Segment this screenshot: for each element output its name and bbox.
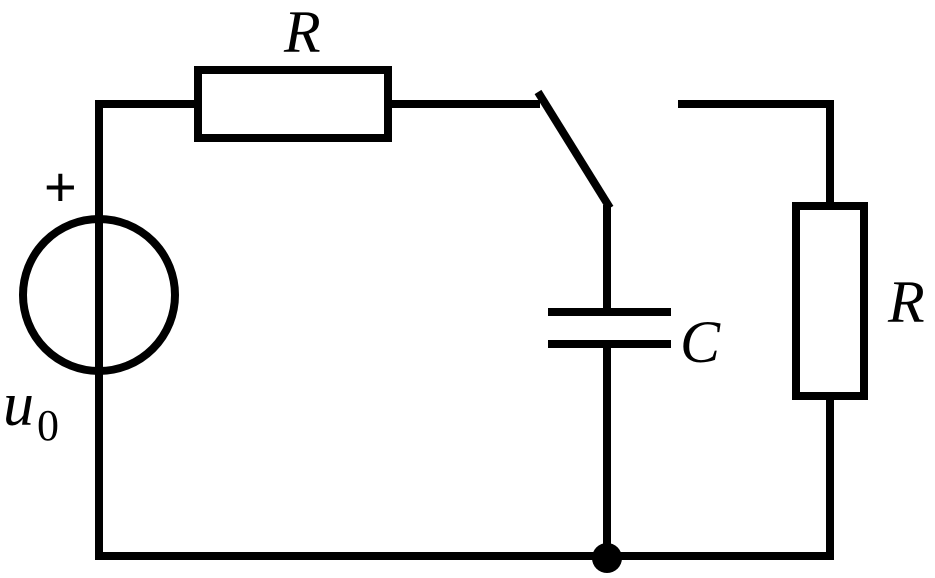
source-polarity-plus: + <box>44 155 77 218</box>
resistor-right-label: R <box>887 269 925 335</box>
resistor-top <box>194 66 392 142</box>
junction-node <box>592 543 622 573</box>
resistor-top-label: R <box>283 0 321 65</box>
source-label: u <box>3 371 34 439</box>
switch-blade <box>534 89 614 211</box>
resistor-right <box>792 202 868 400</box>
source-label-subscript: 0 <box>37 401 59 450</box>
capacitor-label: C <box>680 309 721 375</box>
voltage-source-circle <box>19 215 179 375</box>
